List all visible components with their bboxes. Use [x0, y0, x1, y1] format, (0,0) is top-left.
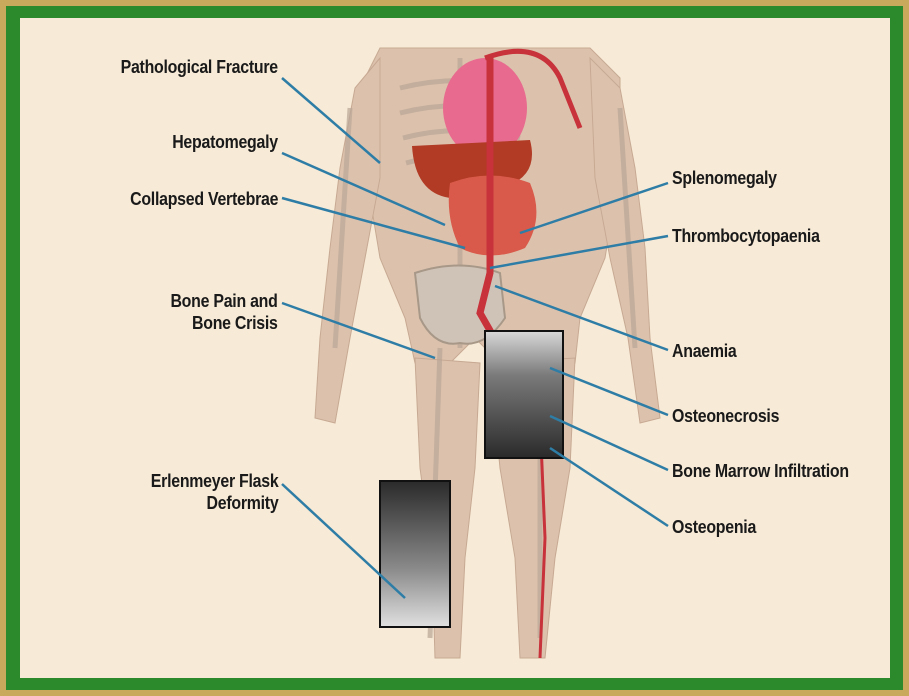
xray-knee-inset: [380, 481, 450, 627]
label-thrombocytopaenia: Thrombocytopaenia: [672, 225, 820, 247]
label-bone-marrow-infiltration: Bone Marrow Infiltration: [672, 460, 849, 482]
label-pathological-fracture: Pathological Fracture: [121, 56, 278, 78]
green-frame: Pathological Fracture Hepatomegaly Colla…: [6, 6, 903, 690]
label-bone-pain: Bone Pain and Bone Crisis: [171, 290, 278, 334]
label-bone-pain-line2: Bone Crisis: [171, 312, 278, 334]
label-osteonecrosis: Osteonecrosis: [672, 405, 779, 427]
label-collapsed-vertebrae: Collapsed Vertebrae: [130, 188, 278, 210]
diagram-panel: Pathological Fracture Hepatomegaly Colla…: [20, 18, 890, 678]
label-anaemia: Anaemia: [672, 340, 737, 362]
label-erlenmeyer-line2: Deformity: [150, 492, 278, 514]
label-bone-pain-line1: Bone Pain and: [171, 290, 278, 312]
label-hepatomegaly: Hepatomegaly: [172, 131, 278, 153]
xray-hip-inset: [485, 331, 563, 458]
body-illustration: [20, 18, 890, 678]
label-erlenmeyer-line1: Erlenmeyer Flask: [150, 470, 278, 492]
label-splenomegaly: Splenomegaly: [672, 167, 777, 189]
label-osteopenia: Osteopenia: [672, 516, 756, 538]
label-erlenmeyer: Erlenmeyer Flask Deformity: [150, 470, 278, 514]
